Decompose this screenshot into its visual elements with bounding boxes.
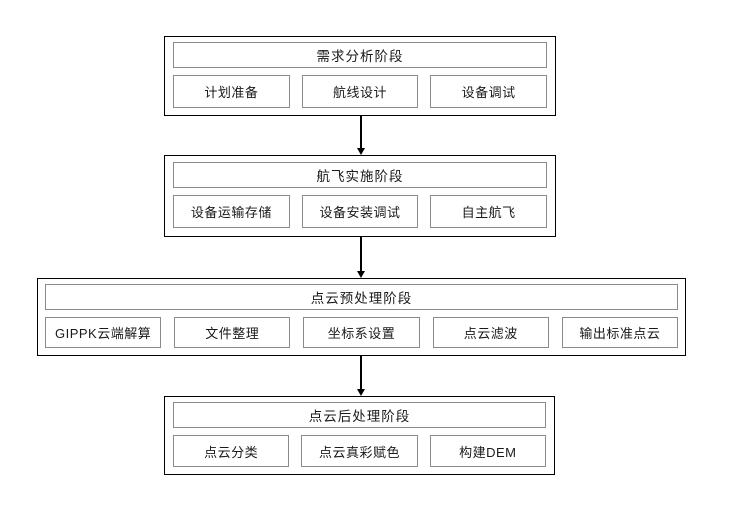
arrow-head <box>357 271 365 278</box>
arrow-head <box>357 148 365 155</box>
stage-title: 点云后处理阶段 <box>173 402 546 428</box>
task-box: 构建DEM <box>429 435 546 467</box>
stage-task-row: 计划准备 航线设计 设备调试 <box>173 75 548 108</box>
task-box: 点云分类 <box>173 435 290 467</box>
task-box: 自主航飞 <box>430 195 548 228</box>
task-box: GIPPK云端解算 <box>45 317 162 348</box>
task-box: 坐标系设置 <box>303 317 420 348</box>
stage-title: 航飞实施阶段 <box>173 162 547 188</box>
stage-title: 需求分析阶段 <box>173 42 547 68</box>
stage-title: 点云预处理阶段 <box>45 284 678 310</box>
task-box: 点云真彩赋色 <box>301 435 418 467</box>
stage-task-row: 设备运输存储 设备安装调试 自主航飞 <box>173 195 548 228</box>
stage-box-requirements-analysis: 需求分析阶段 计划准备 航线设计 设备调试 <box>164 36 556 116</box>
arrow-shaft <box>360 237 362 273</box>
task-box: 设备安装调试 <box>301 195 419 228</box>
arrow-down-icon <box>357 115 365 155</box>
task-box: 计划准备 <box>173 75 290 108</box>
stage-box-flight-implementation: 航飞实施阶段 设备运输存储 设备安装调试 自主航飞 <box>164 155 556 237</box>
arrow-down-icon <box>357 237 365 278</box>
arrow-head <box>357 389 365 396</box>
stage-box-pointcloud-postprocessing: 点云后处理阶段 点云分类 点云真彩赋色 构建DEM <box>164 396 555 475</box>
stage-box-pointcloud-preprocessing: 点云预处理阶段 GIPPK云端解算 文件整理 坐标系设置 点云滤波 输出标准点云 <box>37 278 686 356</box>
stage-task-row: GIPPK云端解算 文件整理 坐标系设置 点云滤波 输出标准点云 <box>45 317 679 348</box>
task-box: 设备调试 <box>430 75 548 108</box>
arrow-down-icon <box>357 356 365 396</box>
task-box: 航线设计 <box>301 75 419 108</box>
arrow-shaft <box>360 356 362 391</box>
task-box: 设备运输存储 <box>173 195 290 228</box>
task-box: 输出标准点云 <box>561 317 679 348</box>
task-box: 文件整理 <box>174 317 291 348</box>
arrow-shaft <box>360 115 362 150</box>
stage-task-row: 点云分类 点云真彩赋色 构建DEM <box>173 435 546 467</box>
task-box: 点云滤波 <box>432 317 549 348</box>
